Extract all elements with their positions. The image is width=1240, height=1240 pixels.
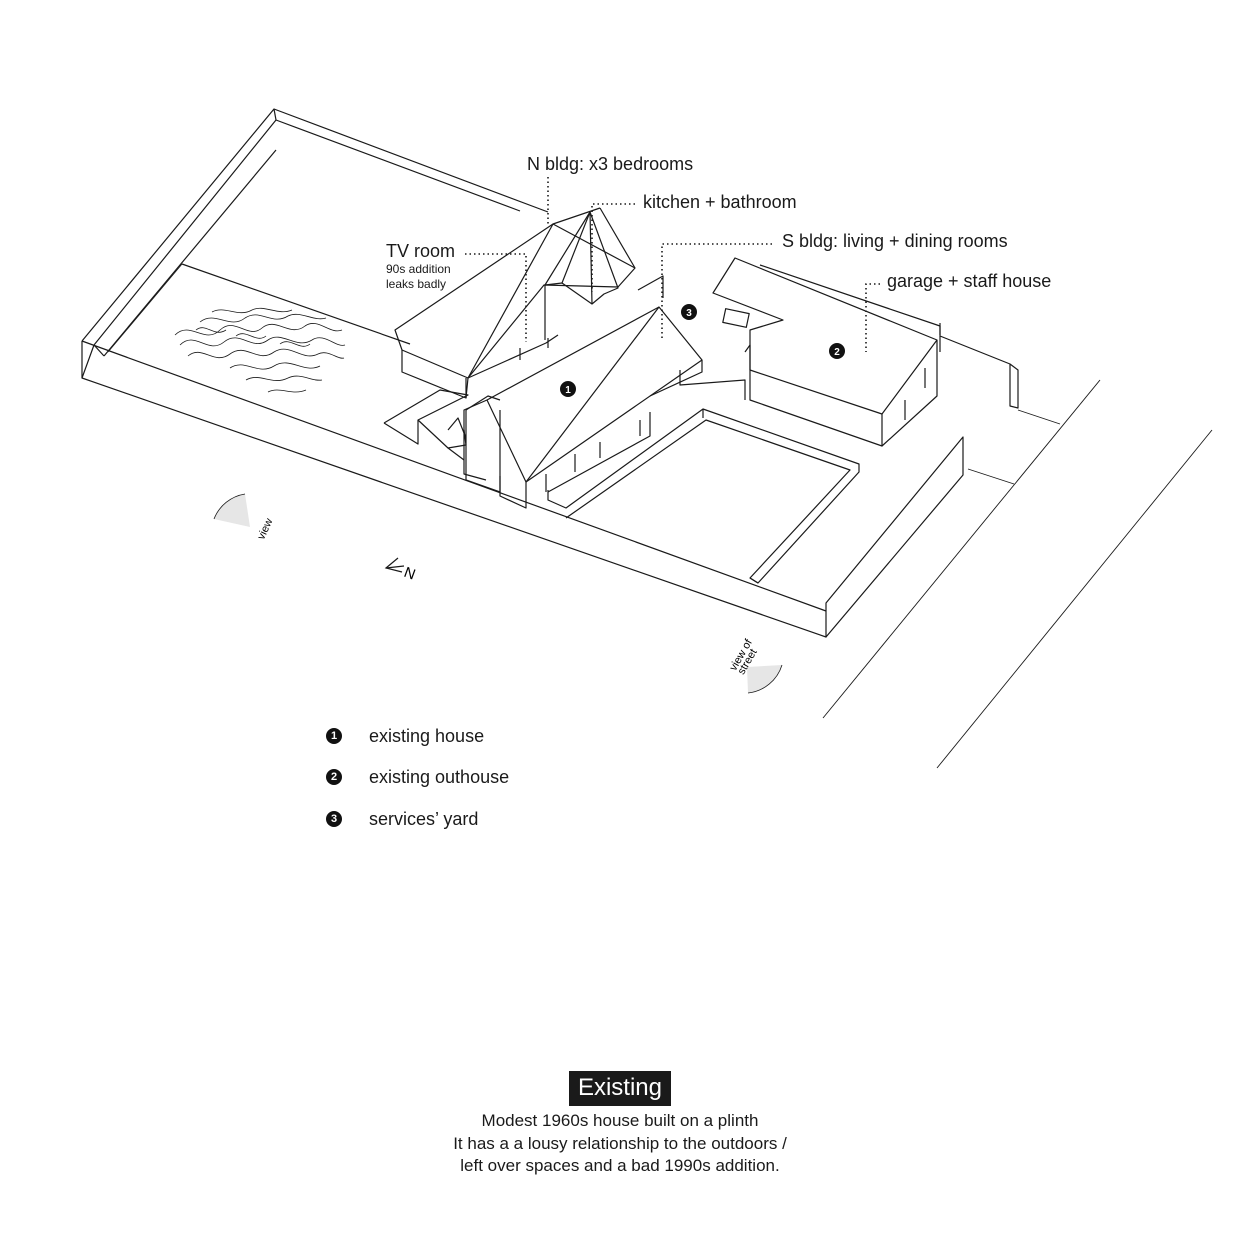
legend-text: services’ yard (369, 809, 479, 829)
marker-1: 1 (560, 381, 576, 397)
legend-marker: 3 (326, 811, 342, 827)
lawn-edge (181, 263, 411, 345)
marker-2: 2 (829, 343, 845, 359)
legend-marker: 2 (326, 769, 342, 785)
caption-line: left over spaces and a bad 1990s additio… (460, 1156, 780, 1175)
garage-label: garage + staff house (887, 271, 1052, 291)
caption-title: Existing (568, 1071, 672, 1106)
tv-room-note-2: leaks badly (386, 277, 447, 291)
caption-line: It has a a lousy relationship to the out… (453, 1133, 787, 1153)
tv-room-terrace (383, 389, 501, 493)
services-yard-wall (637, 275, 751, 400)
n-bldg-roof (394, 207, 636, 399)
view-of-street-fan-icon (747, 664, 783, 694)
view-label: view (255, 517, 275, 542)
site-boundary-wall (81, 108, 1019, 638)
view-fan-icon (213, 493, 250, 527)
north-label: N (402, 564, 418, 584)
s-bldg-label: S bldg: living + dining rooms (782, 231, 1008, 251)
legend-text: existing outhouse (369, 767, 510, 787)
kitchen-roof (544, 211, 619, 340)
street-edges (822, 379, 1213, 769)
s-bldg-roof (463, 306, 703, 509)
caption: Existing Modest 1960s house built on a p… (0, 1071, 1240, 1178)
caption-body: Modest 1960s house built on a plinth It … (0, 1110, 1240, 1178)
leader-lines (465, 177, 880, 352)
tv-room-label: TV room (386, 241, 456, 261)
legend-marker: 1 (326, 728, 342, 744)
svg-text:1: 1 (565, 385, 571, 396)
tv-room-note-1: 90s addition (386, 262, 451, 276)
courtyard-pool (547, 408, 860, 584)
caption-line: Modest 1960s house built on a plinth (481, 1111, 759, 1130)
svg-text:3: 3 (686, 308, 692, 319)
kitchen-label: kitchen + bathroom (643, 192, 797, 212)
marker-3: 3 (681, 304, 697, 320)
n-bldg-label: N bldg: x3 bedrooms (527, 154, 694, 174)
garage-building (712, 257, 938, 447)
north-arrow-icon (384, 557, 405, 573)
legend-text: existing house (369, 726, 485, 746)
svg-text:2: 2 (834, 347, 840, 358)
topography-contours (174, 307, 346, 393)
